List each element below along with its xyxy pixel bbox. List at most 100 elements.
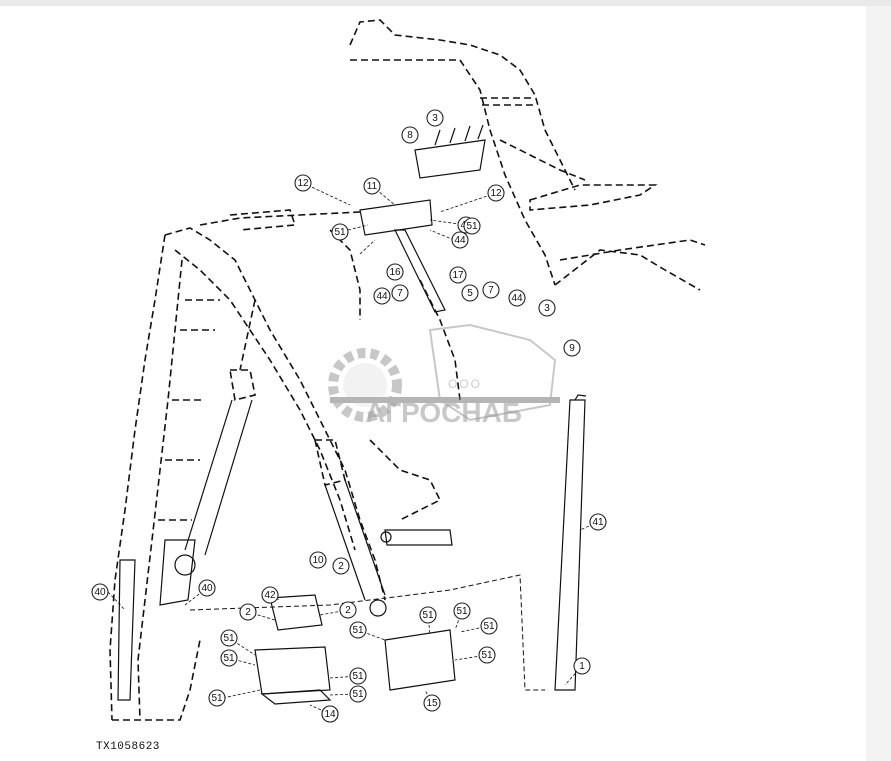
callout-label: 9 — [569, 343, 575, 354]
callout-label: 2 — [345, 605, 351, 616]
upper-bracket — [359, 124, 486, 313]
callout-label: 11 — [367, 181, 378, 192]
callout-label: 7 — [488, 285, 494, 296]
callout-circle — [386, 263, 404, 281]
callout-label: 7 — [397, 288, 403, 299]
callout-group: 3812111251445144161744757443941102422240… — [91, 109, 607, 723]
callout-12: 12 — [294, 174, 312, 192]
callout-label: 2 — [338, 561, 344, 572]
callout-label: 40 — [201, 583, 213, 594]
callout-label: 12 — [490, 188, 502, 199]
callout-circle — [426, 109, 444, 127]
callout-circle — [373, 287, 391, 305]
side-rail-41 — [554, 394, 587, 691]
callout-label: 5 — [467, 288, 473, 299]
callout-label: 8 — [407, 130, 413, 141]
callout-circle — [508, 289, 526, 307]
callout-label: 51 — [352, 625, 364, 636]
upper-frame-outline — [199, 19, 706, 521]
callout-circle — [349, 667, 367, 685]
callout-2: 2 — [332, 557, 350, 575]
leader-lines — [107, 182, 599, 715]
callout-label: 51 — [334, 227, 346, 238]
callout-circle — [294, 174, 312, 192]
callout-circle — [331, 223, 349, 241]
callout-44: 44 — [373, 287, 391, 305]
callout-circle — [332, 557, 350, 575]
callout-circle — [478, 646, 496, 664]
callout-41: 41 — [589, 513, 607, 531]
callout-circle — [239, 603, 257, 621]
callout-label: 51 — [483, 621, 495, 632]
callout-label: 51 — [481, 650, 493, 661]
callout-14: 14 — [321, 705, 339, 723]
callout-17: 17 — [449, 266, 467, 284]
top-border-bar — [0, 0, 891, 6]
callout-label: 2 — [245, 607, 251, 618]
callout-51: 51 — [331, 223, 349, 241]
pivot-pin-bar — [380, 529, 453, 546]
callout-label: 1 — [579, 661, 585, 672]
callout-8: 8 — [401, 126, 419, 144]
callout-circle — [349, 685, 367, 703]
callout-51: 51 — [349, 621, 367, 639]
callout-circle — [451, 231, 469, 249]
callout-51: 51 — [419, 606, 437, 624]
callout-circle — [208, 689, 226, 707]
callout-label: 3 — [432, 113, 438, 124]
boom-outline — [109, 227, 386, 721]
figure-code: TX1058623 — [96, 741, 160, 753]
callout-12: 12 — [487, 184, 505, 202]
callout-circle — [198, 579, 216, 597]
callout-label: 17 — [452, 270, 464, 281]
callout-51: 51 — [478, 646, 496, 664]
callout-51: 51 — [463, 217, 481, 235]
callout-circle — [339, 601, 357, 619]
lower-guard-assembly — [117, 539, 545, 705]
callout-circle — [321, 705, 339, 723]
callout-label: 51 — [352, 689, 364, 700]
callout-51: 51 — [453, 602, 471, 620]
callout-label: 44 — [511, 293, 523, 304]
hydraulic-cylinder-lower — [314, 439, 387, 617]
callout-circle — [480, 617, 498, 635]
callout-3: 3 — [538, 299, 556, 317]
callout-circle — [487, 184, 505, 202]
callout-9: 9 — [563, 339, 581, 357]
callout-circle — [461, 284, 479, 302]
callout-circle — [401, 126, 419, 144]
callout-44: 44 — [451, 231, 469, 249]
callout-51: 51 — [349, 685, 367, 703]
callout-3: 3 — [426, 109, 444, 127]
watermark-logo: ООО АГРОСНАБ — [328, 323, 560, 428]
callout-42: 42 — [261, 586, 279, 604]
callout-label: 3 — [544, 303, 550, 314]
callout-51: 51 — [220, 629, 238, 647]
callout-7: 7 — [391, 284, 409, 302]
callout-circle — [363, 177, 381, 195]
callout-1: 1 — [573, 657, 591, 675]
callout-51: 51 — [349, 667, 367, 685]
callout-circle — [589, 513, 607, 531]
callout-circle — [419, 606, 437, 624]
callout-label: 41 — [592, 517, 604, 528]
callout-label: 51 — [223, 653, 235, 664]
callout-label: 14 — [324, 709, 336, 720]
callout-40: 40 — [91, 583, 109, 601]
watermark-brand: АГРОСНАБ — [365, 397, 522, 428]
callout-circle — [220, 649, 238, 667]
callout-label: 40 — [94, 587, 106, 598]
callout-11: 11 — [363, 177, 381, 195]
callout-label: 44 — [376, 291, 388, 302]
callout-2: 2 — [239, 603, 257, 621]
callout-circle — [573, 657, 591, 675]
callout-label: 12 — [297, 178, 309, 189]
callout-circle — [463, 217, 481, 235]
callout-circle — [423, 694, 441, 712]
callout-16: 16 — [386, 263, 404, 281]
callout-label: 16 — [389, 267, 401, 278]
callout-51: 51 — [480, 617, 498, 635]
callout-40: 40 — [198, 579, 216, 597]
callout-label: 51 — [352, 671, 364, 682]
